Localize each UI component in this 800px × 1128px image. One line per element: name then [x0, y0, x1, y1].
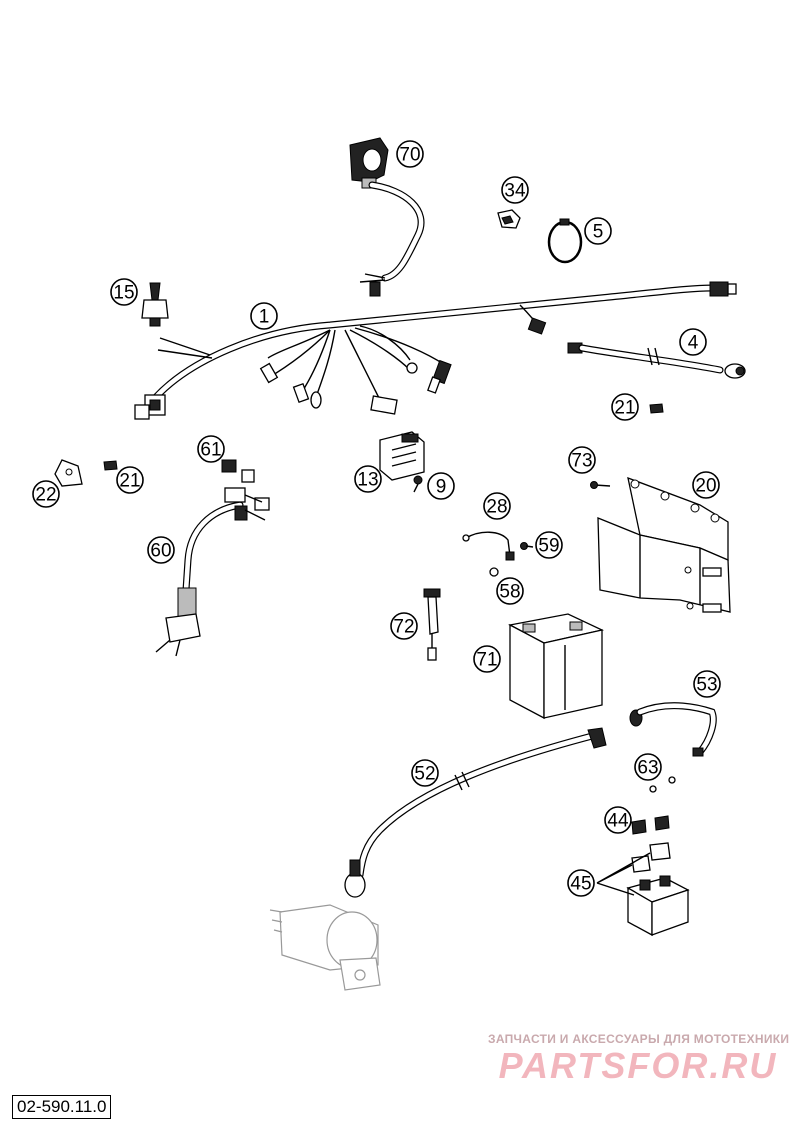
callout-20: 20: [692, 471, 720, 499]
callout-leaders: [596, 852, 651, 896]
svg-text:61: 61: [200, 440, 221, 461]
callout-28: 28: [483, 492, 511, 520]
part-60-coil-cable: [155, 487, 270, 657]
svg-text:60: 60: [150, 541, 171, 562]
part-44-relay-cover: [631, 815, 670, 835]
svg-text:44: 44: [607, 811, 629, 832]
svg-text:28: 28: [486, 497, 507, 518]
svg-text:22: 22: [35, 485, 56, 506]
part-22-bracket: [54, 459, 83, 487]
callout-5: 5: [584, 217, 612, 245]
svg-text:73: 73: [571, 451, 592, 472]
svg-text:52: 52: [414, 764, 435, 785]
svg-text:53: 53: [696, 675, 717, 696]
callout-21-right: 21: [611, 393, 639, 421]
watermark: ЗАПЧАСТИ И АКСЕССУАРЫ ДЛЯ МОТОТЕХНИКИ PA…: [488, 1032, 790, 1086]
part-15-key-switch: [141, 282, 169, 327]
callout-58: 58: [496, 577, 524, 605]
callout-63: 63: [634, 753, 662, 781]
watermark-brand: PARTSFOR.RU: [498, 1045, 778, 1086]
part-9-screw: [413, 475, 423, 493]
callout-9: 9: [427, 472, 455, 500]
part-53-battery-cable: [629, 702, 717, 757]
part-21-clip-left: [103, 460, 118, 471]
svg-text:63: 63: [637, 758, 658, 779]
callout-4: 4: [679, 328, 707, 356]
callout-60: 60: [147, 536, 175, 564]
svg-text:1: 1: [259, 307, 270, 328]
svg-text:71: 71: [476, 650, 497, 671]
callout-59: 59: [535, 531, 563, 559]
callout-53: 53: [693, 670, 721, 698]
svg-text:72: 72: [393, 617, 414, 638]
callout-34: 34: [501, 176, 529, 204]
svg-text:13: 13: [357, 470, 378, 491]
callout-13: 13: [354, 465, 382, 493]
svg-text:58: 58: [499, 582, 520, 603]
svg-text:45: 45: [570, 874, 591, 895]
callout-72: 72: [390, 612, 418, 640]
callout-1: 1: [250, 302, 278, 330]
svg-text:4: 4: [688, 333, 699, 354]
part-34-grommet: [497, 209, 521, 229]
part-58-washer: [489, 567, 499, 577]
svg-text:9: 9: [436, 477, 447, 498]
callout-45: 45: [567, 869, 595, 897]
svg-text:34: 34: [504, 181, 526, 202]
svg-text:15: 15: [113, 283, 134, 304]
callout-15: 15: [110, 278, 138, 306]
part-1-main-harness: [134, 281, 737, 420]
starter-motor-reference: [269, 904, 381, 991]
callout-70: 70: [396, 140, 424, 168]
part-28-ground-cable: [462, 531, 515, 561]
part-70-handlebar-switch: [349, 137, 425, 297]
part-61-connector: [221, 459, 255, 483]
part-63-screws: [649, 776, 676, 793]
callout-71: 71: [473, 645, 501, 673]
part-71-battery: [508, 613, 604, 720]
part-59-bolt: [520, 542, 534, 550]
callout-44: 44: [604, 806, 632, 834]
part-45-starter-relay: [626, 842, 690, 937]
svg-text:59: 59: [538, 536, 559, 557]
part-72-fuse-holder: [423, 588, 441, 661]
callout-52: 52: [411, 759, 439, 787]
part-52-starter-cable: [344, 727, 607, 898]
part-20-battery-tray: [597, 476, 731, 613]
callout-61: 61: [197, 435, 225, 463]
diagram-part-number: 02-590.11.0: [12, 1095, 112, 1119]
callout-73: 73: [568, 446, 596, 474]
part-21-clip-right: [649, 403, 664, 414]
part-4-cable: [567, 342, 746, 379]
svg-text:70: 70: [399, 145, 420, 166]
svg-text:21: 21: [119, 471, 140, 492]
svg-text:5: 5: [593, 222, 604, 243]
part-73-screw: [590, 481, 611, 489]
callout-21-left: 21: [116, 466, 144, 494]
part-13-regulator: [379, 431, 425, 481]
svg-text:20: 20: [695, 476, 716, 497]
callout-22: 22: [32, 480, 60, 508]
part-5-cable-tie: [547, 218, 583, 264]
svg-text:21: 21: [614, 398, 635, 419]
watermark-tagline: ЗАПЧАСТИ И АКСЕССУАРЫ ДЛЯ МОТОТЕХНИКИ: [488, 1032, 790, 1046]
